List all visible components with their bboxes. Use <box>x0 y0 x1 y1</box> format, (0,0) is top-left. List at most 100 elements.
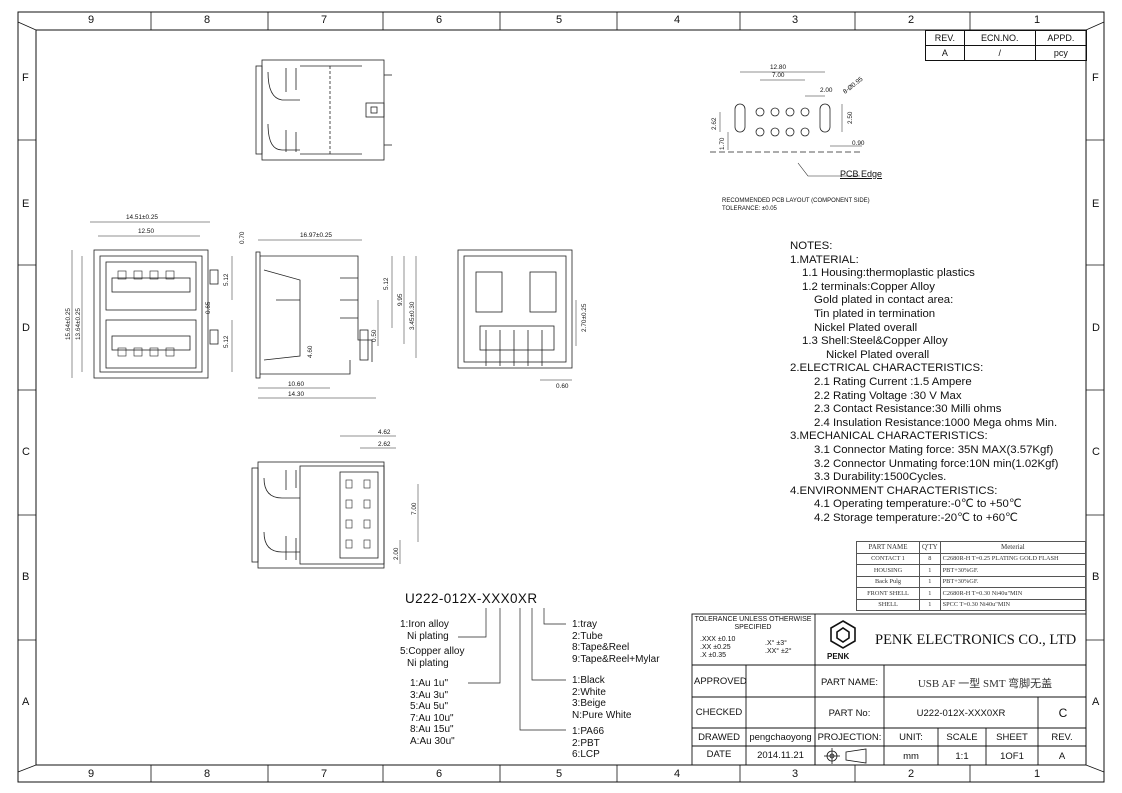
logo-text: PENK <box>827 652 850 661</box>
part-rev-value: C <box>1058 706 1068 720</box>
zone-row-A-right: A <box>1092 696 1100 708</box>
plating-options: 1:Au 1u"3:Au 3u"5:Au 5u"7:Au 10u"8:Au 15… <box>410 678 455 748</box>
dim-side-view-6: 4.60 <box>307 345 314 358</box>
note-line: 4.2 Storage temperature:-20℃ to +60℃ <box>814 511 1018 524</box>
scale-value: 1:1 <box>955 751 969 762</box>
date-value: 2014.11.21 <box>757 750 804 761</box>
note-line: 2.ELECTRICAL CHARACTERISTICS: <box>790 362 984 375</box>
note-line: 3.MECHANICAL CHARACTERISTICS: <box>790 430 988 443</box>
material-cell: SPCC T=0.30 Ni40u"MIN <box>939 598 1087 611</box>
zone-row-C-left: C <box>22 446 30 458</box>
base-options-item: Ni plating <box>407 630 449 642</box>
zone-col-3-top: 3 <box>792 14 799 26</box>
dim-pcb-layout-0: 12.80 <box>770 64 786 71</box>
zone-row-A-left: A <box>22 696 30 708</box>
note-line: 2.2 Rating Voltage :30 V Max <box>814 389 962 402</box>
note-line: 1.3 Shell:Steel&Copper Alloy <box>802 335 948 348</box>
note-line: NOTES: <box>790 240 833 252</box>
revision-table: REV. ECN.NO. APPD. A / pcy <box>925 30 1088 61</box>
material-options-item: 6:LCP <box>572 749 600 761</box>
dim-pcb-layout-2: 2.00 <box>820 87 833 94</box>
outer-frame <box>17 11 1105 783</box>
material-header: Meterial <box>939 541 1087 554</box>
dim-rear-view-0: 2.70±0.25 <box>581 303 588 332</box>
dim-front-view-0: 14.51±0.25 <box>126 214 158 221</box>
dim-front-view-1: 12.50 <box>138 228 154 235</box>
zone-row-B-right: B <box>1092 571 1100 583</box>
material-cell: SHELL <box>856 598 920 611</box>
dim-front-view-3: 13.64±0.25 <box>75 308 82 340</box>
zone-col-5-bottom: 5 <box>556 768 563 780</box>
plating-options-item: 7:Au 10u" <box>410 712 454 724</box>
note-line: 1.MATERIAL: <box>790 253 859 266</box>
note-line: 2.1 Rating Current :1.5 Ampere <box>814 375 972 388</box>
color-options-item: N:Pure White <box>572 709 632 721</box>
tolerance-linear: .XXX ±0.10.XX ±0.25.X ±0.35 <box>700 636 735 660</box>
zone-row-C-right: C <box>1092 446 1100 458</box>
dim-rear-view-1: 0.60 <box>556 383 569 390</box>
dim-side-view-5: 0.50 <box>371 329 378 342</box>
dim-bottom-view-2: 7.00 <box>411 502 418 515</box>
part-name-value: USB AF 一型 SMT 弯脚无盖 <box>917 678 1053 690</box>
part-name-label: PART NAME: <box>820 677 878 688</box>
zone-col-2-bottom: 2 <box>908 768 915 780</box>
tolerance-item: .X ±0.35 <box>700 652 727 659</box>
note-line: 1.2 terminals:Copper Alloy <box>802 280 935 293</box>
plating-options-item: 8:Au 15u" <box>410 724 454 736</box>
zone-col-6-top: 6 <box>436 14 443 26</box>
zone-col-7-top: 7 <box>321 14 328 26</box>
part-no-value: U222-012X-XXX0XR <box>916 708 1006 719</box>
color-options-item: 2:White <box>572 686 606 698</box>
dim-bottom-view-3: 2.00 <box>393 547 400 560</box>
bottom-view <box>251 435 419 569</box>
note-line: Nickel Plated overall <box>814 321 918 334</box>
drawed-label: DRAWED <box>698 732 740 743</box>
rear-view <box>457 249 577 381</box>
dim-side-view-4: 3.45±0.30 <box>409 301 416 330</box>
zone-row-F-left: F <box>22 72 29 84</box>
drawed-value: pengchaoyong <box>749 732 812 743</box>
note-line: Tin plated in termination <box>814 307 936 320</box>
plating-options-item: A:Au 30u" <box>410 735 455 747</box>
zone-col-7-bottom: 7 <box>321 768 328 780</box>
zone-row-E-right: E <box>1092 198 1100 210</box>
plating-options-item: 3:Au 3u" <box>410 689 449 701</box>
zone-row-F-right: F <box>1092 72 1099 84</box>
material-cell: CONTACT 1 <box>856 552 920 565</box>
dim-pcb-layout-4: 2.62 <box>711 117 718 130</box>
zone-row-B-left: B <box>22 571 30 583</box>
note-line: 4.ENVIRONMENT CHARACTERISTICS: <box>790 484 998 497</box>
top-view <box>255 59 392 161</box>
material-cell: FRONT SHELL <box>856 587 920 600</box>
material-cell: PBT+30%GF. <box>939 564 1087 577</box>
rev-letter: A <box>1058 751 1066 762</box>
side-view <box>255 239 417 399</box>
part-number-pattern: U222-012X-XXX0XR <box>405 591 538 606</box>
color-options-item: 3:Beige <box>572 698 606 710</box>
zone-col-3-bottom: 3 <box>792 768 799 780</box>
approved-label: APPROVED <box>694 676 747 687</box>
tolerance-item: .XXX ±0.10 <box>700 636 736 643</box>
inner-frame <box>35 29 1087 766</box>
note-line: 4.1 Operating temperature:-0℃ to +50℃ <box>814 498 1022 511</box>
base-options-item: 5:Copper alloy <box>400 646 465 658</box>
zone-row-D-right: D <box>1092 322 1100 334</box>
dim-side-view-7: 10.60 <box>288 381 304 388</box>
pcb-tolerance: TOLERANCE: ±0.05 <box>722 206 777 212</box>
dim-pcb-layout-5: 1.70 <box>719 137 726 150</box>
dim-bottom-view-1: 2.62 <box>378 441 391 448</box>
material-options-item: 1:PA66 <box>572 726 605 737</box>
tolerance-item: .XX° ±2° <box>765 648 792 655</box>
note-line: 3.3 Durability:1500Cycles. <box>814 471 947 484</box>
packing-options-item: 1:tray <box>572 619 598 630</box>
note-line: 2.4 Insulation Resistance:1000 Mega ohms… <box>814 416 1058 429</box>
material-cell: PBT+30%GF. <box>939 575 1087 588</box>
dim-side-view-1: 16.97±0.25 <box>300 232 332 239</box>
